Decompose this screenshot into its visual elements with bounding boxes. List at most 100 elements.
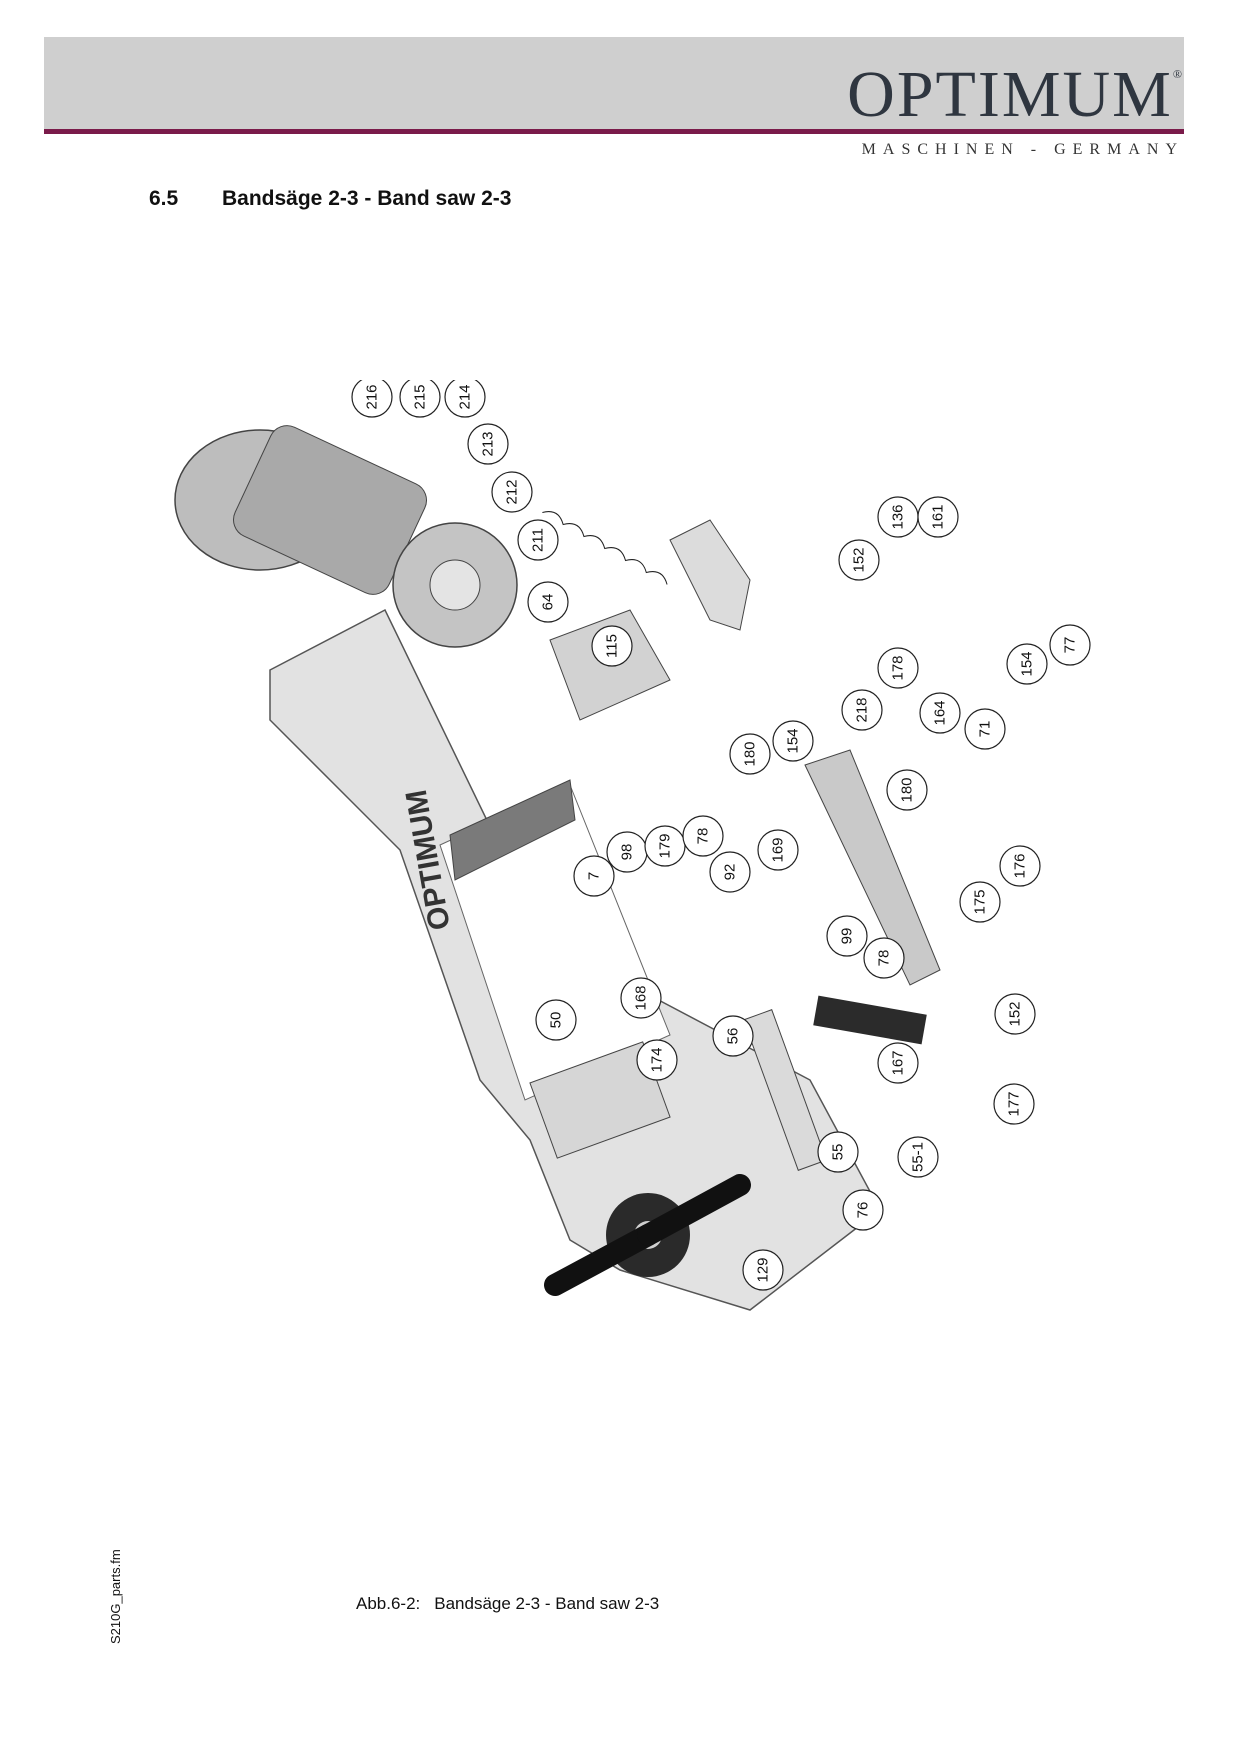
callout-161: 161 bbox=[917, 496, 959, 538]
section-number: 6.5 bbox=[149, 187, 179, 210]
callout-number: 215 bbox=[412, 384, 429, 409]
header-accent-rule bbox=[44, 129, 1184, 134]
callout-number: 174 bbox=[649, 1047, 666, 1072]
callout-number: 179 bbox=[657, 833, 674, 858]
callout-circle bbox=[964, 708, 1006, 750]
callout-179: 179 bbox=[644, 825, 686, 867]
callout-circle bbox=[1006, 643, 1048, 685]
callout-number: 176 bbox=[1012, 853, 1029, 878]
callout-92: 92 bbox=[709, 851, 751, 893]
callout-number: 216 bbox=[364, 384, 381, 409]
callout-212: 212 bbox=[491, 471, 533, 513]
callout-211: 211 bbox=[517, 519, 559, 561]
callout-circle bbox=[712, 1015, 754, 1057]
callout-circle bbox=[757, 829, 799, 871]
callout-number: 178 bbox=[890, 655, 907, 680]
callout-number: 71 bbox=[977, 721, 994, 738]
callout-circle bbox=[682, 815, 724, 857]
callout-number: 78 bbox=[876, 950, 893, 967]
callout-152: 152 bbox=[994, 993, 1036, 1035]
callout-circle bbox=[999, 845, 1041, 887]
callout-circle bbox=[620, 977, 662, 1019]
gearbox-cap bbox=[429, 559, 481, 611]
callout-number: 213 bbox=[480, 431, 497, 456]
callout-number: 180 bbox=[899, 777, 916, 802]
handwheel-spoke-left bbox=[544, 1224, 659, 1296]
callout-number: 175 bbox=[972, 889, 989, 914]
callout-circle bbox=[729, 733, 771, 775]
callout-circle bbox=[772, 720, 814, 762]
callout-number: 55 bbox=[830, 1144, 847, 1161]
callout-circle bbox=[919, 692, 961, 734]
callout-154: 154 bbox=[772, 720, 814, 762]
brand-tagline: MASCHINEN - GERMANY bbox=[861, 141, 1184, 158]
callout-circle bbox=[817, 1131, 859, 1173]
callout-circle bbox=[527, 581, 569, 623]
callout-164: 164 bbox=[919, 692, 961, 734]
callout-169: 169 bbox=[757, 829, 799, 871]
callout-115: 115 bbox=[591, 625, 633, 667]
callout-circle bbox=[838, 539, 880, 581]
callout-55: 55 bbox=[817, 1131, 859, 1173]
caption-text: Bandsäge 2-3 - Band saw 2-3 bbox=[434, 1594, 660, 1613]
callout-213: 213 bbox=[467, 423, 509, 465]
callout-216: 216 bbox=[351, 376, 393, 418]
callout-number: 214 bbox=[457, 384, 474, 409]
callout-number: 56 bbox=[725, 1028, 742, 1045]
callout-number: 99 bbox=[839, 928, 856, 945]
callout-174: 174 bbox=[636, 1039, 678, 1081]
callout-circle bbox=[842, 1189, 884, 1231]
callout-number: 78 bbox=[695, 828, 712, 845]
callout-number: 98 bbox=[619, 844, 636, 861]
callout-number: 76 bbox=[855, 1202, 872, 1219]
tension-spring bbox=[542, 511, 668, 585]
callout-circle bbox=[863, 937, 905, 979]
callout-number: 154 bbox=[1019, 651, 1036, 676]
callout-circle bbox=[886, 769, 928, 811]
caption-label: Abb.6-2: bbox=[356, 1594, 421, 1613]
callout-76: 76 bbox=[842, 1189, 884, 1231]
callout-number: 167 bbox=[890, 1050, 907, 1075]
registered-mark: ® bbox=[1172, 67, 1184, 81]
callout-circle bbox=[897, 1136, 939, 1178]
callout-number: 169 bbox=[770, 837, 787, 862]
callout-number: 154 bbox=[785, 728, 802, 753]
callout-number: 50 bbox=[548, 1012, 565, 1029]
callout-number: 218 bbox=[854, 697, 871, 722]
callout-circle bbox=[709, 851, 751, 893]
callout-number: 92 bbox=[722, 864, 739, 881]
callout-99: 99 bbox=[826, 915, 868, 957]
callout-154: 154 bbox=[1006, 643, 1048, 685]
callout-circle bbox=[877, 1042, 919, 1084]
header-band bbox=[44, 37, 1184, 129]
callout-number: 64 bbox=[540, 594, 557, 611]
callout-number: 152 bbox=[851, 547, 868, 572]
chip-brush bbox=[813, 995, 927, 1045]
brand-logo: OPTIMUM® bbox=[847, 62, 1184, 128]
callout-circle bbox=[993, 1083, 1035, 1125]
callout-number: 55-1 bbox=[910, 1142, 927, 1172]
callout-180: 180 bbox=[886, 769, 928, 811]
figure-caption: Abb.6-2: Bandsäge 2-3 - Band saw 2-3 bbox=[356, 1594, 659, 1614]
callout-215: 215 bbox=[399, 376, 441, 418]
callout-circle bbox=[591, 625, 633, 667]
callout-circle bbox=[959, 881, 1001, 923]
callout-129: 129 bbox=[742, 1249, 784, 1291]
brand-name: OPTIMUM bbox=[847, 58, 1173, 131]
callout-167: 167 bbox=[877, 1042, 919, 1084]
callout-circle bbox=[826, 915, 868, 957]
callout-number: 115 bbox=[604, 634, 621, 658]
source-filename: S210G_parts.fm bbox=[108, 1549, 123, 1644]
callout-218: 218 bbox=[841, 689, 883, 731]
callout-circle bbox=[636, 1039, 678, 1081]
callout-circle bbox=[742, 1249, 784, 1291]
callout-number: 7 bbox=[586, 872, 603, 880]
callout-136: 136 bbox=[877, 496, 919, 538]
callout-175: 175 bbox=[959, 881, 1001, 923]
callout-177: 177 bbox=[993, 1083, 1035, 1125]
callout-number: 77 bbox=[1062, 637, 1079, 654]
blade-guard bbox=[742, 1009, 828, 1171]
callout-78: 78 bbox=[682, 815, 724, 857]
handwheel-spoke-right bbox=[637, 1174, 751, 1246]
